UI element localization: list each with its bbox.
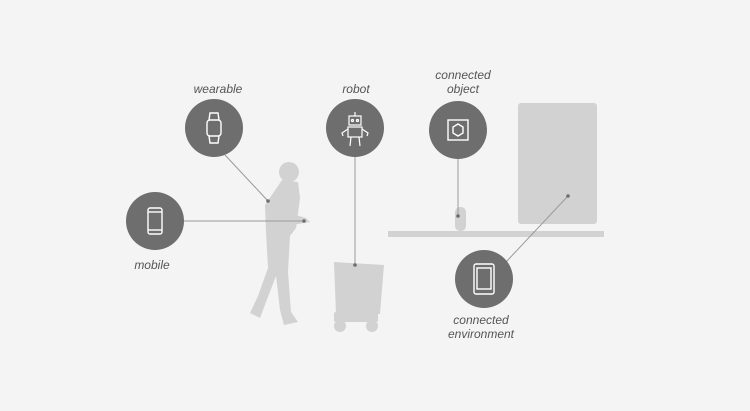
connected-object-label-line1: connected: [435, 68, 491, 82]
connected-environment-label: connected environment: [426, 313, 536, 341]
mobile-label-text: mobile: [134, 258, 170, 272]
robot-node: [326, 99, 384, 157]
wearable-node: [185, 99, 243, 157]
connector-connected-environment: [505, 195, 569, 263]
wall-panel-silhouette: [518, 103, 597, 224]
connected-environment-label-line1: connected: [453, 313, 509, 327]
connected-object-label-line2: object: [446, 82, 480, 96]
connector-dots: [266, 194, 570, 267]
mobile-label: mobile: [102, 258, 202, 272]
wearable-label-text: wearable: [193, 82, 243, 96]
connector-lines: [184, 154, 569, 265]
tablet-icon: [473, 263, 495, 295]
robot-label: robot: [306, 82, 406, 96]
wearable-label: wearable: [168, 82, 268, 96]
connected-object-silhouette: [455, 207, 466, 231]
connected-environment-node: [455, 250, 513, 308]
person-silhouette: [250, 162, 310, 325]
room-silhouette: [388, 103, 604, 237]
connected-object-label: connected object: [408, 68, 518, 96]
smartwatch-icon: [206, 112, 222, 144]
connected-environment-label-line2: environment: [447, 327, 515, 341]
robot-silhouette: [334, 262, 384, 332]
smartphone-icon: [147, 207, 163, 235]
shelf-silhouette: [388, 231, 604, 237]
robot-label-text: robot: [342, 82, 370, 96]
connector-wearable: [224, 154, 269, 202]
mobile-node: [126, 192, 184, 250]
square-hexagon-icon: [447, 119, 469, 141]
robot-icon: [341, 112, 369, 147]
connected-object-node: [429, 101, 487, 159]
